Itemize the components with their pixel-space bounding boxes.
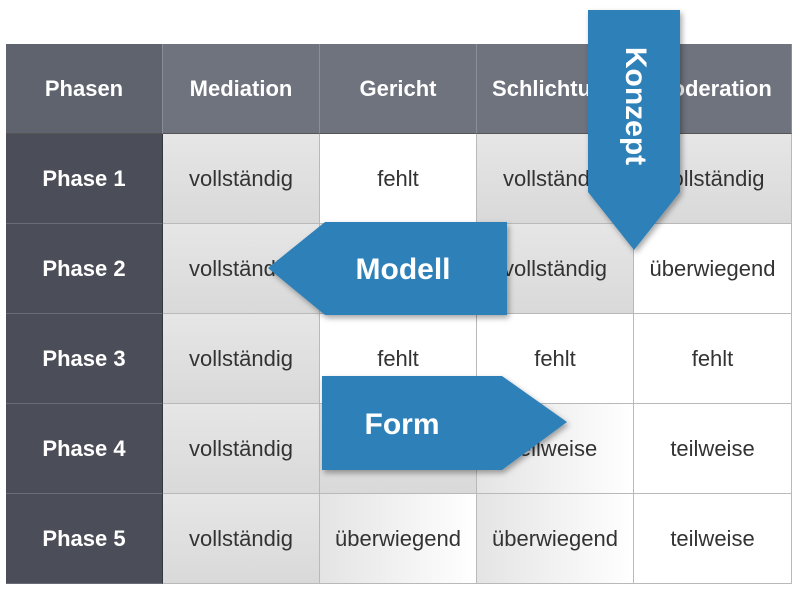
table-cell: fehlt bbox=[320, 314, 477, 404]
table-cell: teilweise bbox=[634, 494, 792, 584]
table-cell: vollständig bbox=[163, 314, 320, 404]
row-header-phase-5: Phase 5 bbox=[6, 494, 163, 584]
table-cell: überwiegend bbox=[477, 494, 634, 584]
table-cell: vollständig bbox=[163, 224, 320, 314]
table-cell: fehlt bbox=[634, 314, 792, 404]
table-cell: vollständig bbox=[477, 224, 634, 314]
header-schlichtung: Schlichtung bbox=[477, 44, 634, 134]
header-mediation: Mediation bbox=[163, 44, 320, 134]
table-cell: teilweise bbox=[320, 404, 477, 494]
table-cell: vollständig bbox=[163, 134, 320, 224]
row-header-phase-1: Phase 1 bbox=[6, 134, 163, 224]
table-cell: überwiegend bbox=[320, 494, 477, 584]
table-cell: vollständig bbox=[163, 494, 320, 584]
table-cell: fehlt bbox=[320, 224, 477, 314]
row-header-phase-2: Phase 2 bbox=[6, 224, 163, 314]
table-cell: teilweise bbox=[477, 404, 634, 494]
header-gericht: Gericht bbox=[320, 44, 477, 134]
table-cell: fehlt bbox=[320, 134, 477, 224]
table-cell: teilweise bbox=[634, 404, 792, 494]
header-phasen: Phasen bbox=[6, 44, 163, 134]
row-header-phase-3: Phase 3 bbox=[6, 314, 163, 404]
table-cell: fehlt bbox=[477, 314, 634, 404]
table-cell: vollständig bbox=[634, 134, 792, 224]
table-cell: vollständig bbox=[477, 134, 634, 224]
header-moderation: Moderation bbox=[634, 44, 792, 134]
row-header-phase-4: Phase 4 bbox=[6, 404, 163, 494]
table-cell: vollständig bbox=[163, 404, 320, 494]
table-cell: überwiegend bbox=[634, 224, 792, 314]
